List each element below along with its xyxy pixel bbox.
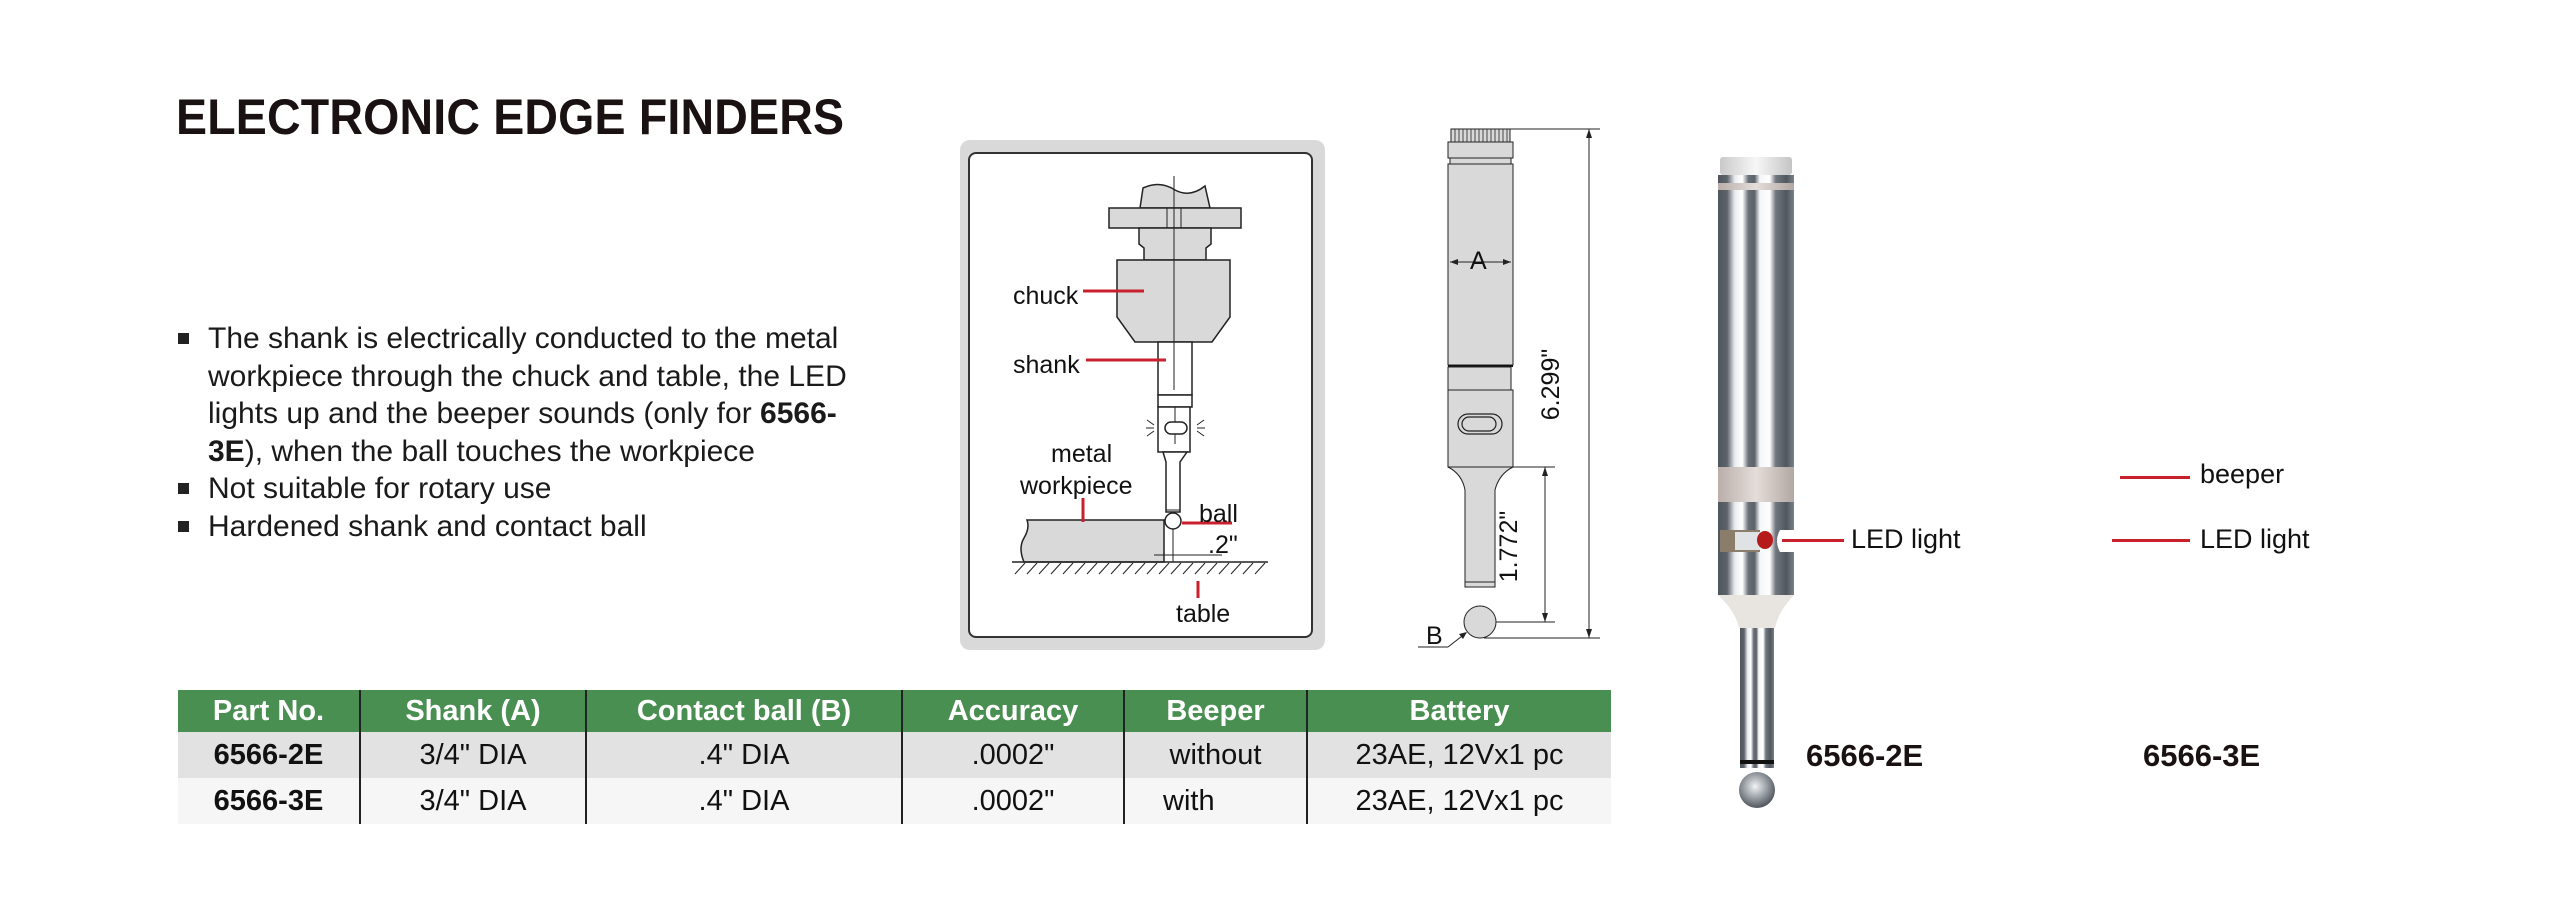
- workpiece-shape: [1020, 519, 1165, 563]
- dim-label-ball-b: B: [1426, 622, 1443, 650]
- label-table: table: [1176, 600, 1231, 628]
- feature-item: The shank is electrically conducted to t…: [178, 320, 858, 470]
- cell-shank: 3/4" DIA: [359, 778, 586, 824]
- feature-item: Not suitable for rotary use: [178, 470, 858, 508]
- model-label-6566-3e: 6566-3E: [2143, 738, 2261, 773]
- bullet-square-icon: [178, 333, 189, 344]
- feature-item: Hardened shank and contact ball: [178, 508, 858, 546]
- label-chuck: chuck: [1013, 282, 1079, 310]
- cell-beeper: with: [1123, 778, 1307, 824]
- feature-model-highlight: 6566-3E: [208, 397, 837, 468]
- col-header-shank: Shank (A): [359, 690, 586, 732]
- callout-leaders: [1081, 289, 1232, 598]
- dimension-drawing-illustration: [1418, 128, 1600, 648]
- callout-leader: [2120, 476, 2190, 479]
- col-header-battery: Battery: [1306, 690, 1611, 732]
- label-ball: ball: [1199, 500, 1238, 528]
- cell-part-no: 6566-3E: [178, 778, 360, 824]
- dim-total-length: 6.299": [1537, 348, 1566, 421]
- callout-leader: [2112, 539, 2190, 542]
- label-shank: shank: [1013, 351, 1080, 379]
- col-header-contact-ball: Contact ball (B): [585, 690, 902, 732]
- col-header-beeper: Beeper: [1123, 690, 1307, 732]
- cell-contact-ball: .4" DIA: [585, 778, 902, 824]
- feature-list: The shank is electrically conducted to t…: [178, 320, 858, 545]
- cell-beeper: without: [1123, 732, 1307, 778]
- feature-text: Hardened shank and contact ball: [208, 509, 647, 543]
- dimension-drawing: A B 6.299" 1.772": [1400, 110, 1630, 660]
- spec-table: Part No. Shank (A) Contact ball (B) Accu…: [178, 690, 1611, 824]
- table-hatch: [1014, 562, 1266, 575]
- callout-beeper-3e: beeper: [2200, 459, 2285, 489]
- usage-diagram-illustration: [1012, 176, 1268, 598]
- table-row: 6566-2E 3/4" DIA .4" DIA .0002" without …: [178, 732, 1611, 778]
- cell-battery: 23AE, 12Vx1 pc: [1306, 732, 1611, 778]
- cell-battery: 23AE, 12Vx1 pc: [1306, 778, 1611, 824]
- table-header-row: Part No. Shank (A) Contact ball (B) Accu…: [178, 690, 1611, 732]
- contact-ball-shape: [1164, 512, 1182, 530]
- label-metal: metal: [1051, 440, 1113, 468]
- dim-label-shank-a: A: [1470, 247, 1487, 275]
- label-workpiece: workpiece: [1020, 472, 1133, 500]
- callout-leader: [1782, 539, 1844, 542]
- dim-stylus-length: 1.772": [1495, 510, 1524, 583]
- callout-led-light-2e: LED light: [1851, 524, 1961, 554]
- table-row: 6566-3E 3/4" DIA .4" DIA .0002" with 23A…: [178, 778, 1611, 824]
- cell-part-no: 6566-2E: [178, 732, 360, 778]
- cell-accuracy: .0002": [901, 732, 1124, 778]
- model-label-6566-2e: 6566-2E: [1806, 738, 1924, 773]
- col-header-accuracy: Accuracy: [901, 690, 1124, 732]
- page-title: ELECTRONIC EDGE FINDERS: [176, 89, 845, 145]
- feature-text: The shank is electrically conducted to t…: [208, 322, 847, 430]
- bullet-square-icon: [178, 520, 189, 532]
- callout-led-light-3e: LED light: [2200, 524, 2310, 554]
- product-photos: [1718, 157, 1794, 808]
- usage-diagram: chuck shank metal workpiece ball .2" tab…: [968, 152, 1313, 638]
- label-offset: .2": [1208, 531, 1238, 559]
- led-glow-icon: [1146, 419, 1205, 437]
- cell-shank: 3/4" DIA: [359, 732, 586, 778]
- product-6566-2e-photo: [1718, 157, 1794, 808]
- feature-text: Not suitable for rotary use: [208, 472, 552, 505]
- feature-text-end: ), when the ball touches the workpiece: [244, 434, 755, 468]
- cell-contact-ball: .4" DIA: [585, 732, 902, 778]
- bullet-square-icon: [178, 483, 189, 494]
- cell-accuracy: .0002": [901, 778, 1124, 824]
- col-header-part-no: Part No.: [178, 690, 360, 732]
